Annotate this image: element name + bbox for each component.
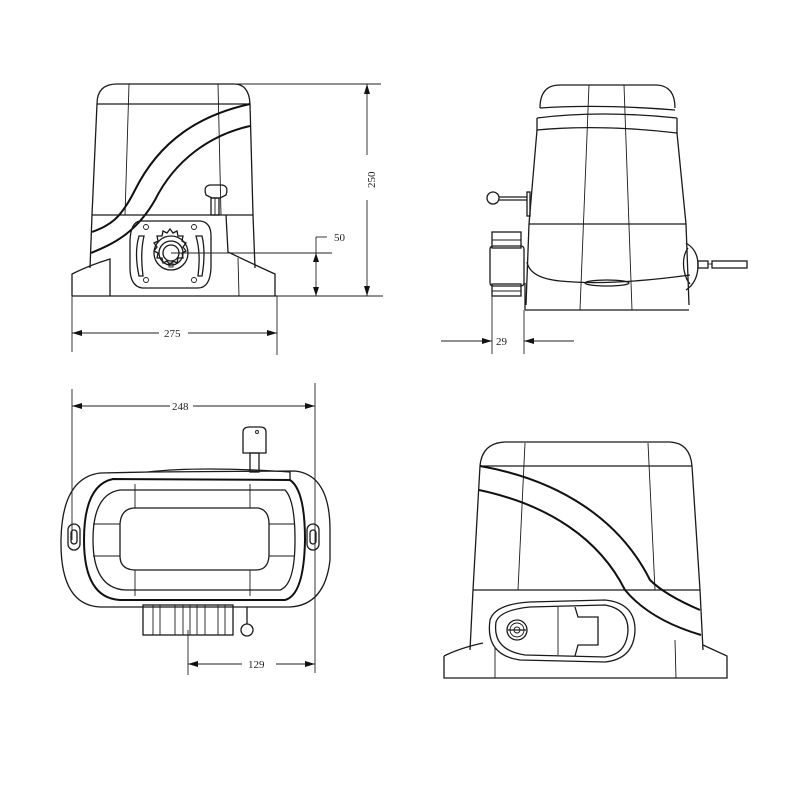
top-view: 248 129 xyxy=(60,383,331,675)
lock-cylinder-icon xyxy=(682,242,748,291)
pinion-gear-icon xyxy=(142,604,254,637)
dim-width-label: 275 xyxy=(164,328,181,340)
pinion-gear-icon xyxy=(489,231,525,297)
dim-gear-height-label: 50 xyxy=(334,232,346,244)
release-key-icon xyxy=(242,426,267,473)
rear-view xyxy=(443,441,728,679)
release-key-icon xyxy=(204,184,228,216)
dim-length-label: 248 xyxy=(172,401,189,413)
release-key-icon xyxy=(486,191,531,217)
front-view: 50 250 275 xyxy=(71,83,383,355)
pinion-gear-icon xyxy=(129,220,212,289)
dim-height-label: 250 xyxy=(366,171,378,188)
lock-cylinder-icon xyxy=(488,599,636,663)
dim-gear-edge-label: 129 xyxy=(248,659,265,671)
side-view: 29 xyxy=(441,84,748,354)
dim-gear-offset-label: 29 xyxy=(496,336,508,348)
